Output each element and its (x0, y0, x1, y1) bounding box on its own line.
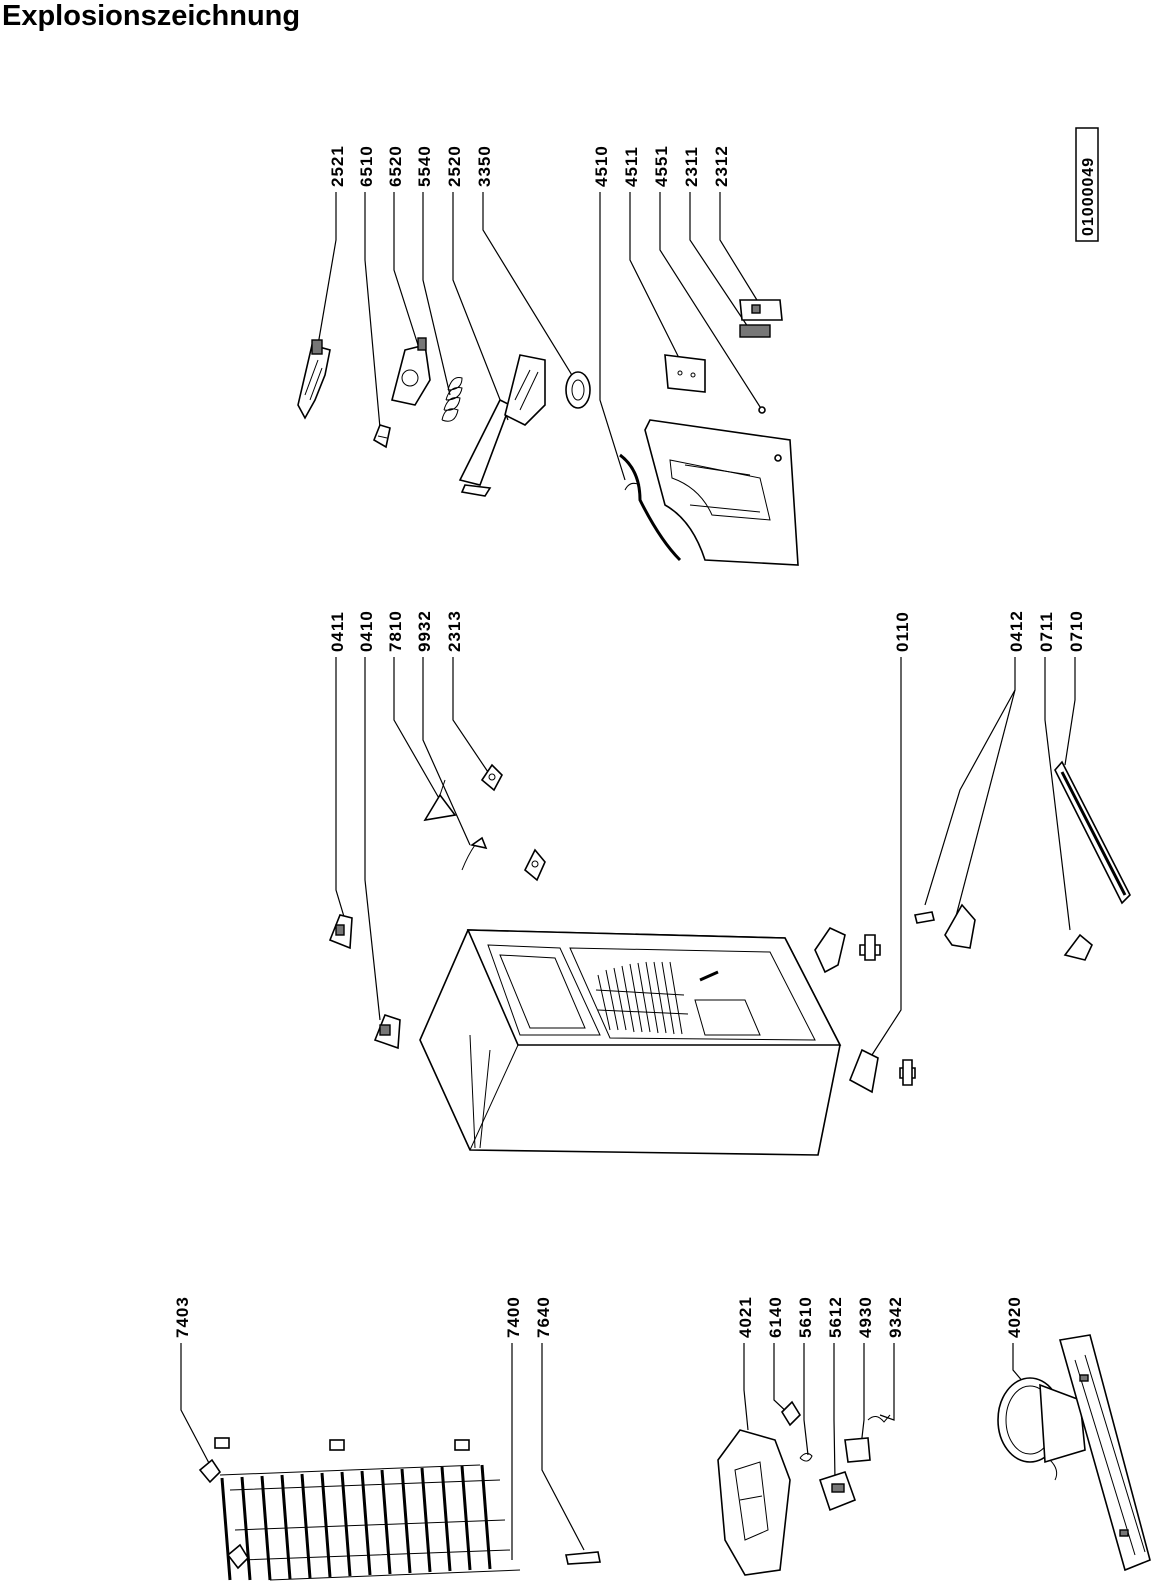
refrigerator-cabinet (419, 929, 842, 1156)
part-label-2312: 2312 (712, 145, 731, 187)
part-label-0411: 0411 (328, 611, 347, 652)
part-label-0412: 0412 (1007, 610, 1026, 652)
evaporator-grid (595, 961, 689, 1035)
part-label-7640: 7640 (534, 1296, 553, 1338)
part-label-4020: 4020 (1005, 1296, 1024, 1338)
part-5540 (441, 377, 463, 422)
leader-lines (180, 192, 1076, 1560)
part-label-2313: 2313 (445, 610, 464, 652)
part-label-4511: 4511 (622, 146, 641, 187)
part-2520 (458, 354, 546, 497)
part-label-3350: 3350 (475, 145, 494, 187)
part-label-4021: 4021 (736, 1296, 755, 1338)
door-parts (914, 760, 1131, 961)
part-label-0710: 0710 (1067, 610, 1086, 652)
part-label-4930: 4930 (856, 1296, 875, 1338)
document-number: 01000049 (1080, 157, 1097, 236)
part-label-7403: 7403 (173, 1296, 192, 1338)
condenser-coils (220, 1464, 492, 1581)
cabinet-small-parts (328, 763, 546, 1050)
condenser (198, 1437, 601, 1581)
part-label-5540: 5540 (415, 145, 434, 187)
part-label-0110: 0110 (893, 611, 912, 652)
part-3350 (565, 371, 591, 409)
mounting-plate (619, 299, 799, 566)
part-labels: 2521 6510 6520 5540 2520 3350 4510 4511 … (173, 145, 1086, 1338)
part-label-0410: 0410 (357, 610, 376, 652)
part-label-6510: 6510 (357, 145, 376, 187)
part-label-6520: 6520 (386, 145, 405, 187)
part-label-7810: 7810 (386, 610, 405, 652)
part-label-2521: 2521 (328, 145, 347, 187)
part-label-6140: 6140 (766, 1296, 785, 1338)
part-2521 (297, 339, 331, 420)
part-label-5612: 5612 (826, 1296, 845, 1338)
part-label-4551: 4551 (652, 145, 671, 187)
document-number-box: 01000049 (1075, 127, 1099, 242)
part-6510 (373, 424, 391, 449)
part-label-4510: 4510 (592, 145, 611, 187)
compressor-assembly (997, 1334, 1151, 1572)
page-title: Explosionszeichnung (2, 0, 301, 32)
cabinet-feet (814, 926, 916, 1094)
part-6520 (391, 337, 431, 406)
part-label-7400: 7400 (504, 1296, 523, 1338)
part-label-2520: 2520 (445, 145, 464, 187)
part-label-9342: 9342 (886, 1296, 905, 1338)
part-label-5610: 5610 (796, 1296, 815, 1338)
electrical-components (717, 1400, 891, 1576)
part-label-0711: 0711 (1037, 611, 1056, 652)
part-label-2311: 2311 (682, 146, 701, 187)
control-parts (297, 337, 591, 497)
part-label-9932: 9932 (415, 610, 434, 652)
